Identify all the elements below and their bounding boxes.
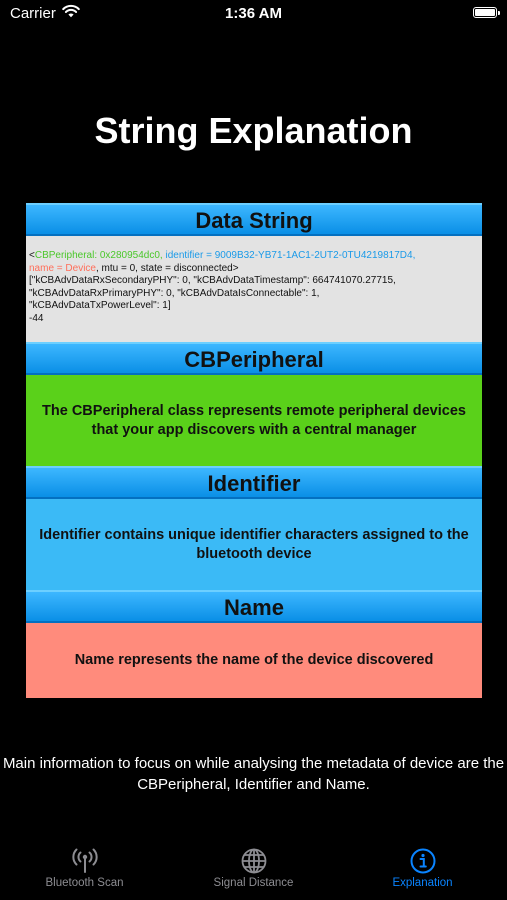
name-description: Name represents the name of the device d… <box>26 623 482 698</box>
antenna-icon <box>71 848 98 873</box>
data-string-line: "kCBAdvDataTxPowerLevel": 1] <box>29 300 479 313</box>
clock: 1:36 AM <box>225 5 282 22</box>
tab-label: Bluetooth Scan <box>45 877 124 889</box>
data-string-segment: identifier = 9009B32-YB71-1AC1-2UT2-0TU4… <box>162 250 416 261</box>
cbperipheral-header: CBPeripheral <box>26 342 482 375</box>
info-circle-icon <box>410 848 435 874</box>
data-string-segment: CBPeripheral: 0x280954dc0, <box>34 250 163 261</box>
data-string-segment: "kCBAdvDataRxPrimaryPHY": 0, "kCBAdvData… <box>29 287 320 299</box>
info-text: Main information to focus on while analy… <box>2 755 505 793</box>
tab-bar: Bluetooth Scan Signal Distance Explanati… <box>0 836 507 900</box>
data-string-content: <CBPeripheral: 0x280954dc0, identifier =… <box>26 236 482 342</box>
data-string-segment: "kCBAdvDataTxPowerLevel": 1] <box>29 300 171 311</box>
tab-explanation[interactable]: Explanation <box>338 836 507 889</box>
tab-bluetooth-scan[interactable]: Bluetooth Scan <box>0 836 169 889</box>
status-bar: Carrier 1:36 AM <box>0 0 507 30</box>
data-string-segment: ["kCBAdvDataRxSecondaryPHY": 0, "kCBAdvD… <box>29 275 396 286</box>
data-string-segment: , mtu = 0, state = disconnected> <box>95 262 239 274</box>
data-string-header: Data String <box>26 203 482 236</box>
identifier-text: Identifier contains unique identifier ch… <box>39 526 469 562</box>
data-string-segment: -44 <box>29 312 44 324</box>
tab-signal-distance[interactable]: Signal Distance <box>169 836 338 889</box>
cbperipheral-description: The CBPeripheral class represents remote… <box>26 375 482 466</box>
data-string-line: ["kCBAdvDataRxSecondaryPHY": 0, "kCBAdvD… <box>29 275 479 288</box>
data-string-line: -44 <box>29 313 479 326</box>
globe-icon <box>241 848 266 874</box>
name-header: Name <box>26 590 482 623</box>
tab-label: Explanation <box>392 877 453 889</box>
wifi-icon <box>62 5 80 18</box>
battery-icon <box>473 7 500 18</box>
tab-label: Signal Distance <box>213 877 294 889</box>
data-string-line: "kCBAdvDataRxPrimaryPHY": 0, "kCBAdvData… <box>29 288 479 301</box>
identifier-header: Identifier <box>26 466 482 499</box>
data-string-segment: < <box>29 250 35 261</box>
data-string-line: name = Device, mtu = 0, state = disconne… <box>29 263 479 276</box>
carrier-label: Carrier <box>10 5 56 22</box>
page-title: String Explanation <box>94 110 413 151</box>
identifier-description: Identifier contains unique identifier ch… <box>26 499 482 590</box>
data-string-segment: name = Device <box>29 262 96 274</box>
name-text: Name represents the name of the device d… <box>74 652 434 668</box>
data-string-line: <CBPeripheral: 0x280954dc0, identifier =… <box>29 250 479 263</box>
cbperipheral-text: The CBPeripheral class represents remote… <box>42 402 466 438</box>
